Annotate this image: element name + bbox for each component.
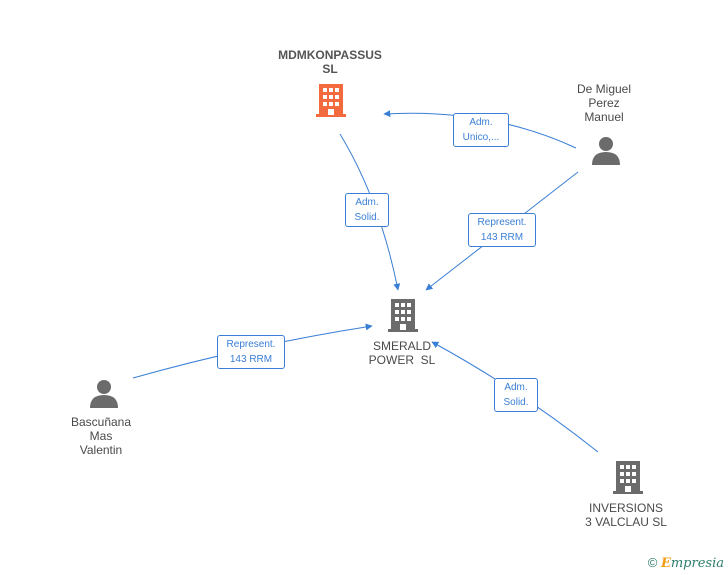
copyright-symbol: ©: [647, 555, 658, 570]
node-label-line: Manuel: [584, 110, 624, 124]
edge-label-represent-left[interactable]: Represent. 143 RRM: [217, 335, 285, 369]
edge-label-adm-solid-bottom[interactable]: Adm. Solid.: [494, 378, 538, 412]
building-icon[interactable]: [613, 461, 643, 494]
edge-label-line: Solid.: [503, 397, 529, 408]
person-icon[interactable]: [592, 137, 620, 165]
empresia-logo-initial: E: [660, 556, 671, 571]
edge-label-line: 143 RRM: [480, 232, 524, 243]
node-label-line: Valentin: [79, 443, 123, 457]
person-icon[interactable]: [90, 380, 118, 408]
edge-label-line: Solid.: [354, 212, 380, 223]
node-label-line: MDMKONPASSUS: [278, 48, 382, 62]
copyright-footer: © Empresia: [648, 555, 724, 571]
node-label-line: Bascuñana: [70, 415, 132, 429]
node-label-mdmkonpassus[interactable]: MDMKONPASSUS SL: [270, 48, 390, 76]
node-label-line: POWER SL: [368, 353, 436, 367]
edge-label-line: Represent.: [226, 339, 276, 350]
edge-label-represent-right[interactable]: Represent. 143 RRM: [468, 213, 536, 247]
edge-label-line: Adm.: [504, 382, 528, 393]
building-icon[interactable]: [388, 299, 418, 332]
node-label-de-miguel[interactable]: De Miguel Perez Manuel: [554, 82, 654, 124]
node-label-line: Mas: [89, 429, 113, 443]
edge-label-line: Unico,...: [462, 132, 500, 143]
node-label-bascunana[interactable]: Bascuñana Mas Valentin: [51, 415, 151, 457]
edge-label-line: Represent.: [477, 217, 527, 228]
node-label-line: De Miguel: [576, 82, 632, 96]
node-label-smerald[interactable]: SMERALD POWER SL: [352, 339, 452, 367]
empresia-logo-text: mpresia: [670, 556, 724, 571]
node-label-line: SMERALD: [372, 339, 431, 353]
node-label-line: Perez: [588, 96, 620, 110]
edge-label-line: 143 RRM: [229, 354, 273, 365]
building-icon[interactable]: [316, 84, 346, 117]
node-label-inversions[interactable]: INVERSIONS 3 VALCLAU SL: [571, 501, 681, 529]
edge-label-adm-solid-top[interactable]: Adm. Solid.: [345, 193, 389, 227]
node-label-line: INVERSIONS: [588, 501, 663, 515]
edge-label-adm-unico[interactable]: Adm. Unico,...: [453, 113, 509, 147]
edge-label-line: Adm.: [355, 197, 379, 208]
node-label-line: SL: [322, 62, 338, 76]
edge-label-line: Adm.: [469, 117, 493, 128]
node-label-line: 3 VALCLAU SL: [585, 515, 667, 529]
